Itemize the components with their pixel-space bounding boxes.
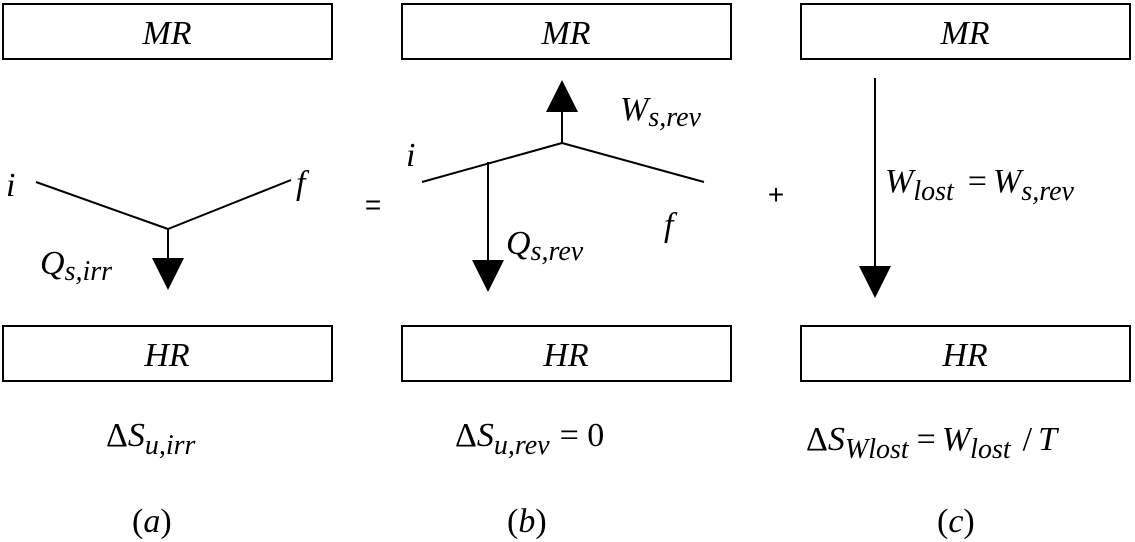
panel-a-path-left bbox=[35, 181, 169, 230]
panel-a-hr-box bbox=[2, 325, 333, 382]
panel-c-hr-label: HR bbox=[941, 337, 988, 374]
panel-a-path-right bbox=[167, 179, 292, 230]
panel-a: MR i f Qs,irr HR ΔSu,irr (a) bbox=[2, 3, 333, 540]
panel-c-caption: (c) bbox=[937, 503, 975, 540]
panel-b-mr-box bbox=[401, 3, 732, 60]
panel-a-mr-box bbox=[2, 3, 333, 60]
panel-c-hr-box bbox=[800, 325, 1131, 382]
panel-a-heat-arrowhead bbox=[152, 258, 184, 290]
panel-a-state-f: f bbox=[296, 165, 310, 202]
panel-c-work-arrowhead bbox=[859, 266, 891, 298]
panel-b-work-arrowhead bbox=[546, 80, 578, 112]
panel-c-mr-box bbox=[800, 3, 1131, 60]
panel-b-hr-box bbox=[401, 325, 732, 382]
panel-b-heat-arrowhead bbox=[472, 260, 504, 292]
panel-b-entropy: ΔSu,rev= 0 bbox=[455, 417, 604, 461]
operator-equals: = bbox=[365, 189, 381, 220]
panel-b: MR i f Ws,rev Qs,rev HR ΔSu,rev= 0 (b) bbox=[401, 3, 732, 540]
panel-c-entropy: ΔSWlost=Wlost/T bbox=[806, 421, 1059, 465]
panel-b-path-left bbox=[421, 142, 563, 183]
panel-b-state-f: f bbox=[664, 207, 678, 244]
panel-b-heat-label: Qs,rev bbox=[506, 225, 584, 267]
panel-b-hr-label: HR bbox=[542, 337, 589, 374]
panel-a-state-i: i bbox=[6, 167, 15, 204]
panel-c-mr-label: MR bbox=[939, 15, 989, 52]
operator-plus: + bbox=[768, 179, 784, 210]
panel-c: MR Wlost=Ws,rev HR ΔSWlost=Wlost/T (c) bbox=[800, 3, 1131, 540]
panel-a-mr-label: MR bbox=[141, 15, 191, 52]
panel-b-work-label: Ws,rev bbox=[620, 91, 702, 133]
panel-b-state-i: i bbox=[406, 137, 415, 174]
panel-a-heat-label: Qs,irr bbox=[40, 245, 112, 287]
panel-a-entropy: ΔSu,irr bbox=[106, 417, 196, 461]
panel-b-path-right bbox=[561, 142, 705, 183]
panel-a-hr-label: HR bbox=[143, 337, 190, 374]
panel-b-caption: (b) bbox=[507, 503, 547, 540]
panel-a-caption: (a) bbox=[132, 503, 172, 540]
panel-b-mr-label: MR bbox=[540, 15, 590, 52]
panel-c-work-label: Wlost=Ws,rev bbox=[885, 163, 1074, 207]
